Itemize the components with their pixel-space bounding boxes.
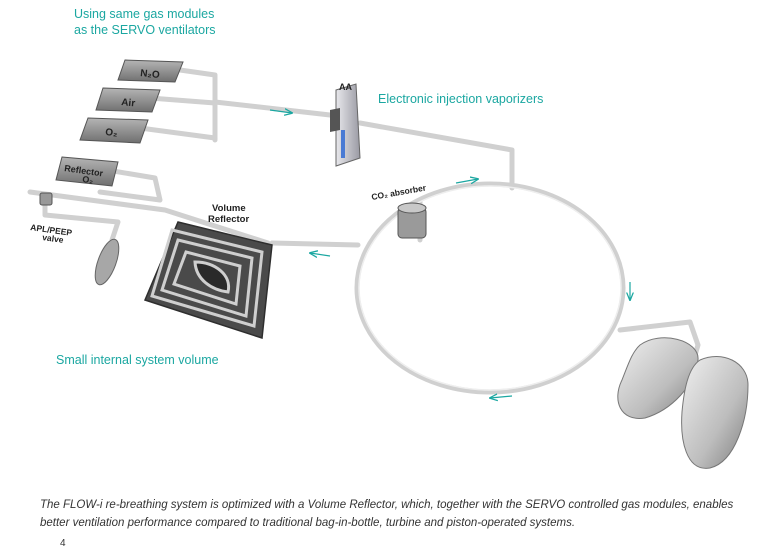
lungs [617,337,749,469]
gas-module-n2o: N₂O [117,59,184,83]
gas-module-air-label: Air [121,97,136,109]
internal-volume-label: Small internal system volume [56,353,219,367]
gas-module-air: Air [95,87,161,113]
breathing-circuit-loop [354,181,626,395]
gas-modules-heading-line-1: Using same gas modules [74,7,215,21]
volume-reflector-label-line-1: Volume [212,203,246,214]
reflector-o2-module: Reflector O₂ [55,156,119,187]
reservoir-bag [94,238,120,286]
vaporizer-label: AA [339,82,352,92]
apl-label-line-2: valve [42,232,65,245]
breathing-system-diagram: N₂O Air O₂ Reflector O₂ AA CO₂ absorber … [27,59,749,469]
vaporizer-unit: AA [330,82,361,167]
vaporizers-label: Electronic injection vaporizers [378,92,544,106]
co2-absorber: CO₂ absorber [371,182,427,239]
volume-reflector: Volume Reflector [143,203,273,339]
figure-caption: The FLOW-i re-breathing system is optimi… [40,499,734,529]
gas-module-n2o-label: N₂O [140,68,161,81]
gas-module-o2: O₂ [79,117,149,144]
volume-reflector-label-line-2: Reflector [208,214,249,225]
flow-arrows [269,110,630,398]
gas-modules-heading-line-2: as the SERVO ventilators [74,23,216,37]
gas-module-o2-label: O₂ [105,127,118,139]
reflector-module-gas-label: O₂ [82,174,94,185]
page-number: 4 [60,538,66,549]
